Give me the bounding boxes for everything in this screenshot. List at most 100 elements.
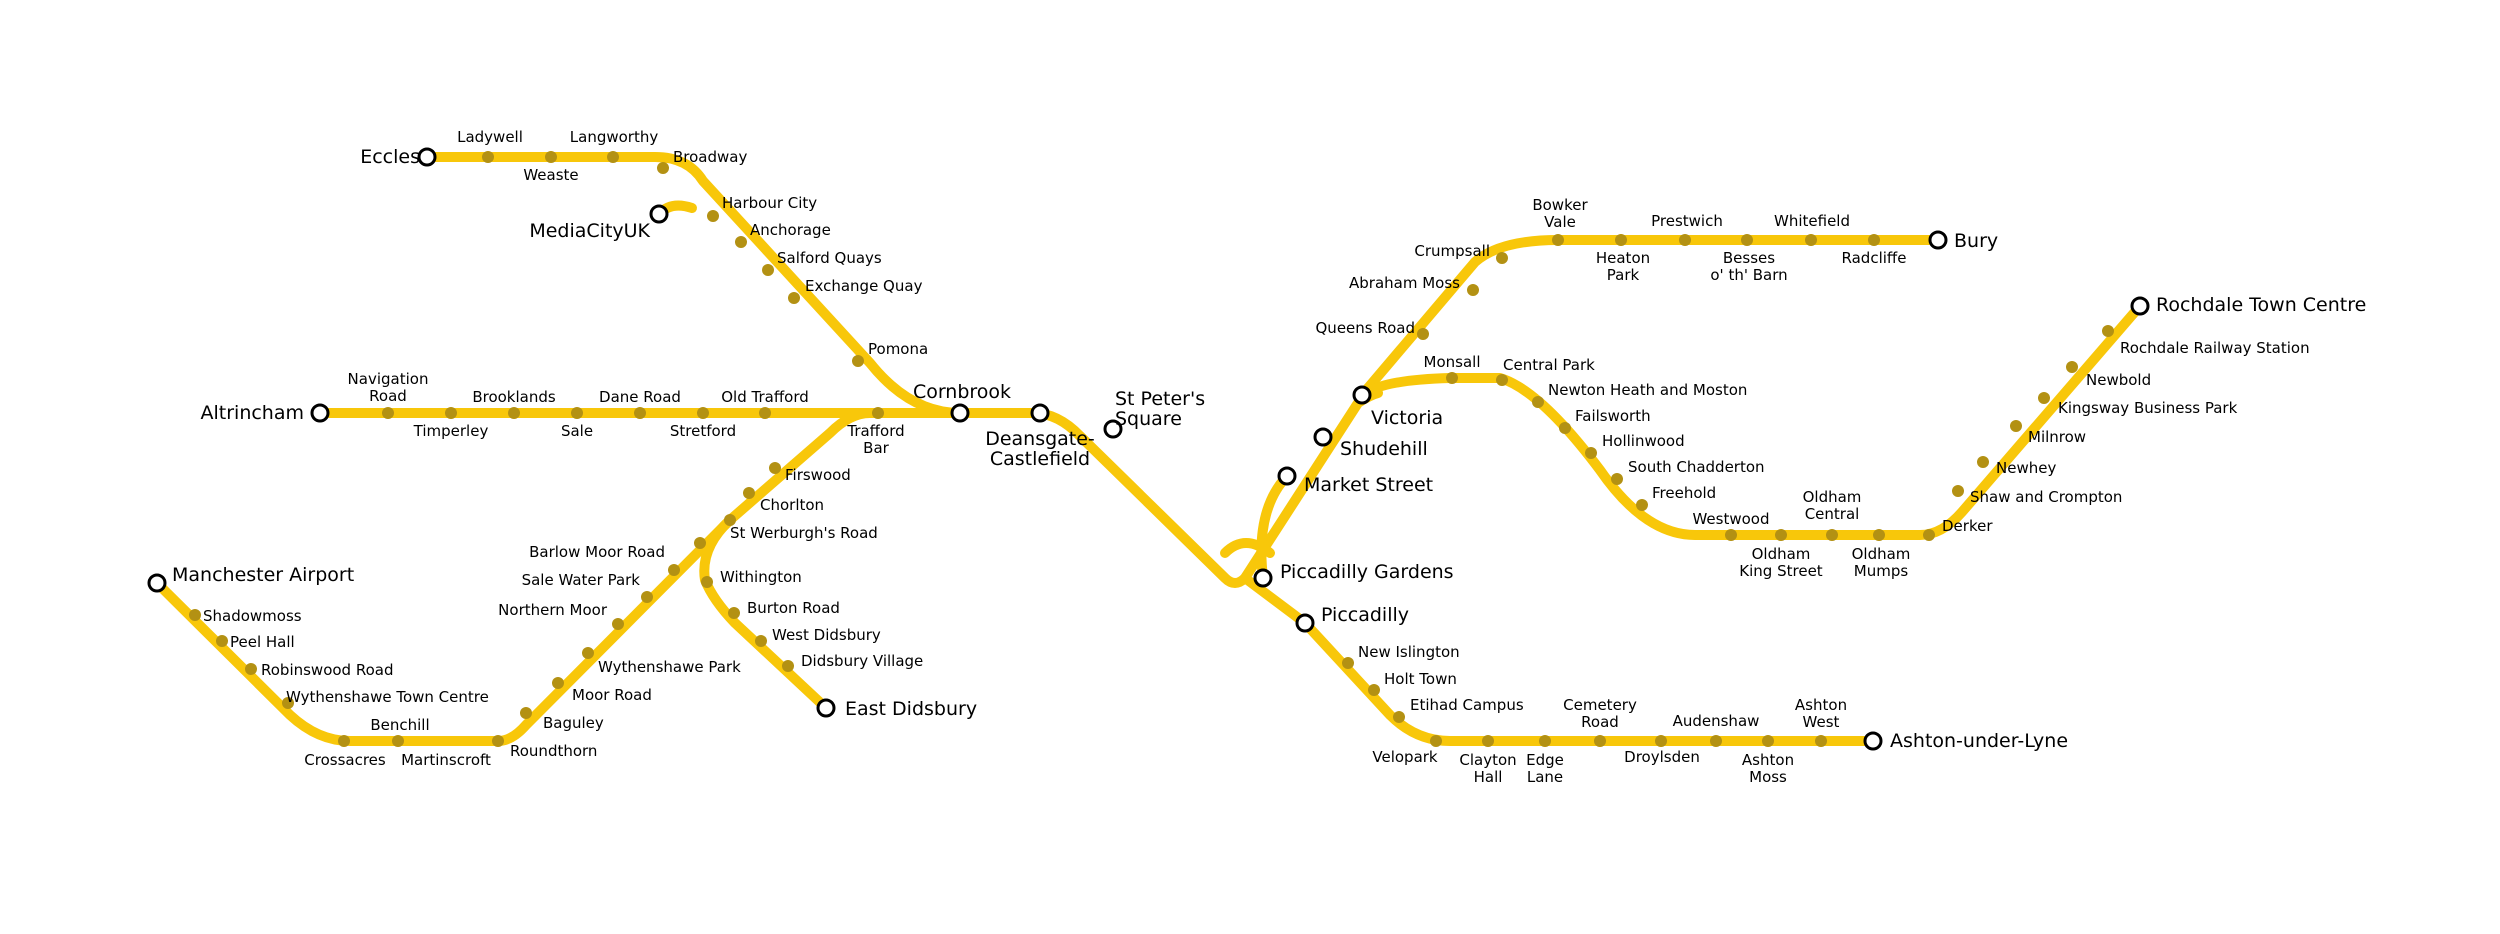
station-label-line: Audenshaw [1673,712,1760,730]
station-label-line: Navigation [348,370,429,388]
station-label-line: Prestwich [1651,212,1723,230]
station-label-line: Wythenshawe Park [598,658,741,676]
stop-marker-timperley [445,407,457,419]
station-label-harbour-city: Harbour City [722,194,817,212]
station-label-line: Victoria [1371,407,1443,429]
station-label-velopark: Velopark [1372,748,1438,766]
station-label-sale-water-park: Sale Water Park [522,571,641,589]
station-label-audenshaw: Audenshaw [1673,712,1760,730]
station-label-pomona: Pomona [868,340,928,358]
station-label-rochdale-railway-station: Rochdale Railway Station [2120,339,2310,357]
station-label-line: Droylsden [1624,748,1700,766]
stop-marker-new-islington [1342,657,1354,669]
station-label-line: Didsbury Village [801,652,923,670]
station-label-robinswood-road: Robinswood Road [261,661,394,679]
station-label-line: Hollinwood [1602,432,1685,450]
station-label-holt-town: Holt Town [1384,670,1457,688]
stop-marker-kingsway-business-park [2038,392,2050,404]
station-label-line: Firswood [785,466,851,484]
station-label-line: Anchorage [750,221,831,239]
station-label-broadway: Broadway [673,148,747,166]
stop-marker-barlow-moor-road [694,537,706,549]
station-label-abraham-moss: Abraham Moss [1349,274,1460,292]
stop-marker-south-chadderton [1611,473,1623,485]
terminus-marker-st-peters-square [1103,419,1123,439]
station-label-line: Queens Road [1316,319,1416,337]
station-label-south-chadderton: South Chadderton [1628,458,1765,476]
station-label-sale: Sale [561,422,593,440]
station-markers [147,147,2150,751]
terminus-marker-market-street [1277,466,1297,486]
station-label-line: Heaton [1596,249,1650,267]
terminus-marker-mediacityuk [649,204,669,224]
stop-marker-firswood [769,462,781,474]
stop-marker-didsbury-village [782,660,794,672]
station-label-line: Edge [1526,751,1564,769]
station-label-line: Central Park [1503,356,1595,374]
station-label-crumpsall: Crumpsall [1414,242,1490,260]
stop-marker-etihad-campus [1393,711,1405,723]
station-label-new-islington: New Islington [1358,643,1460,661]
station-label-droylsden: Droylsden [1624,748,1700,766]
stop-marker-wythenshawe-park [612,618,624,630]
stop-marker-chorlton [743,487,755,499]
stop-marker-westwood [1725,529,1737,541]
station-label-line: Benchill [370,716,429,734]
station-label-ladywell: Ladywell [457,128,523,146]
station-label-line: Barlow Moor Road [529,543,665,561]
station-label-line: Bowker [1532,196,1588,214]
stop-marker-salford-quays [762,264,774,276]
stop-marker-moor-road [582,647,594,659]
station-label-line: Whitefield [1774,212,1850,230]
stop-marker-burton-road [728,607,740,619]
station-label-line: Piccadilly [1321,604,1409,626]
stop-marker-cemetery-road [1594,735,1606,747]
station-label-line: Road [369,387,407,405]
stop-marker-crumpsall [1496,252,1508,264]
station-label-line: West [1803,713,1840,731]
stop-marker-oldham-king-street [1775,529,1787,541]
station-label-west-didsbury: West Didsbury [772,626,881,644]
station-label-line: Moor Road [572,686,652,704]
station-label-line: Holt Town [1384,670,1457,688]
stop-marker-ashton-west [1815,735,1827,747]
station-label-line: Milnrow [2028,428,2086,446]
station-label-line: Roundthorn [510,742,597,760]
station-label-line: Stretford [670,422,736,440]
station-label-line: Shaw and Crompton [1970,488,2122,506]
station-label-line: Northern Moor [498,601,608,619]
station-label-derker: Derker [1942,517,1993,535]
stop-marker-langworthy [607,151,619,163]
stop-marker-roundthorn [520,707,532,719]
stop-marker-exchange-quay [788,292,800,304]
station-label-line: Robinswood Road [261,661,394,679]
stop-marker-velopark [1430,735,1442,747]
station-label-anchorage: Anchorage [750,221,831,239]
station-label-line: Monsall [1424,353,1481,371]
station-label-shaw-and-crompton: Shaw and Crompton [1970,488,2122,506]
station-label-line: Cemetery [1563,696,1637,714]
terminus-marker-eccles [417,147,437,167]
station-label-didsbury-village: Didsbury Village [801,652,923,670]
station-label-hollinwood: Hollinwood [1602,432,1685,450]
station-label-line: Market Street [1304,474,1433,496]
terminus-marker-deansgate [1030,403,1050,423]
terminus-marker-shudehill [1313,427,1333,447]
terminus-marker-ashton-under-lyne [1863,731,1883,751]
station-label-freehold: Freehold [1652,484,1716,502]
stop-marker-anchorage [735,236,747,248]
stop-marker-oldham-central [1826,529,1838,541]
station-label-line: Road [1581,713,1619,731]
station-label-line: Radcliffe [1842,249,1907,267]
station-label-line: Chorlton [760,496,824,514]
station-label-line: Ashton-under-Lyne [1890,730,2068,752]
stop-marker-prestwich [1679,234,1691,246]
station-label-benchill: Benchill [370,716,429,734]
station-label-line: Square [1115,408,1182,430]
station-label-newton-heath: Newton Heath and Moston [1548,381,1747,399]
station-label-line: Shadowmoss [203,607,302,625]
